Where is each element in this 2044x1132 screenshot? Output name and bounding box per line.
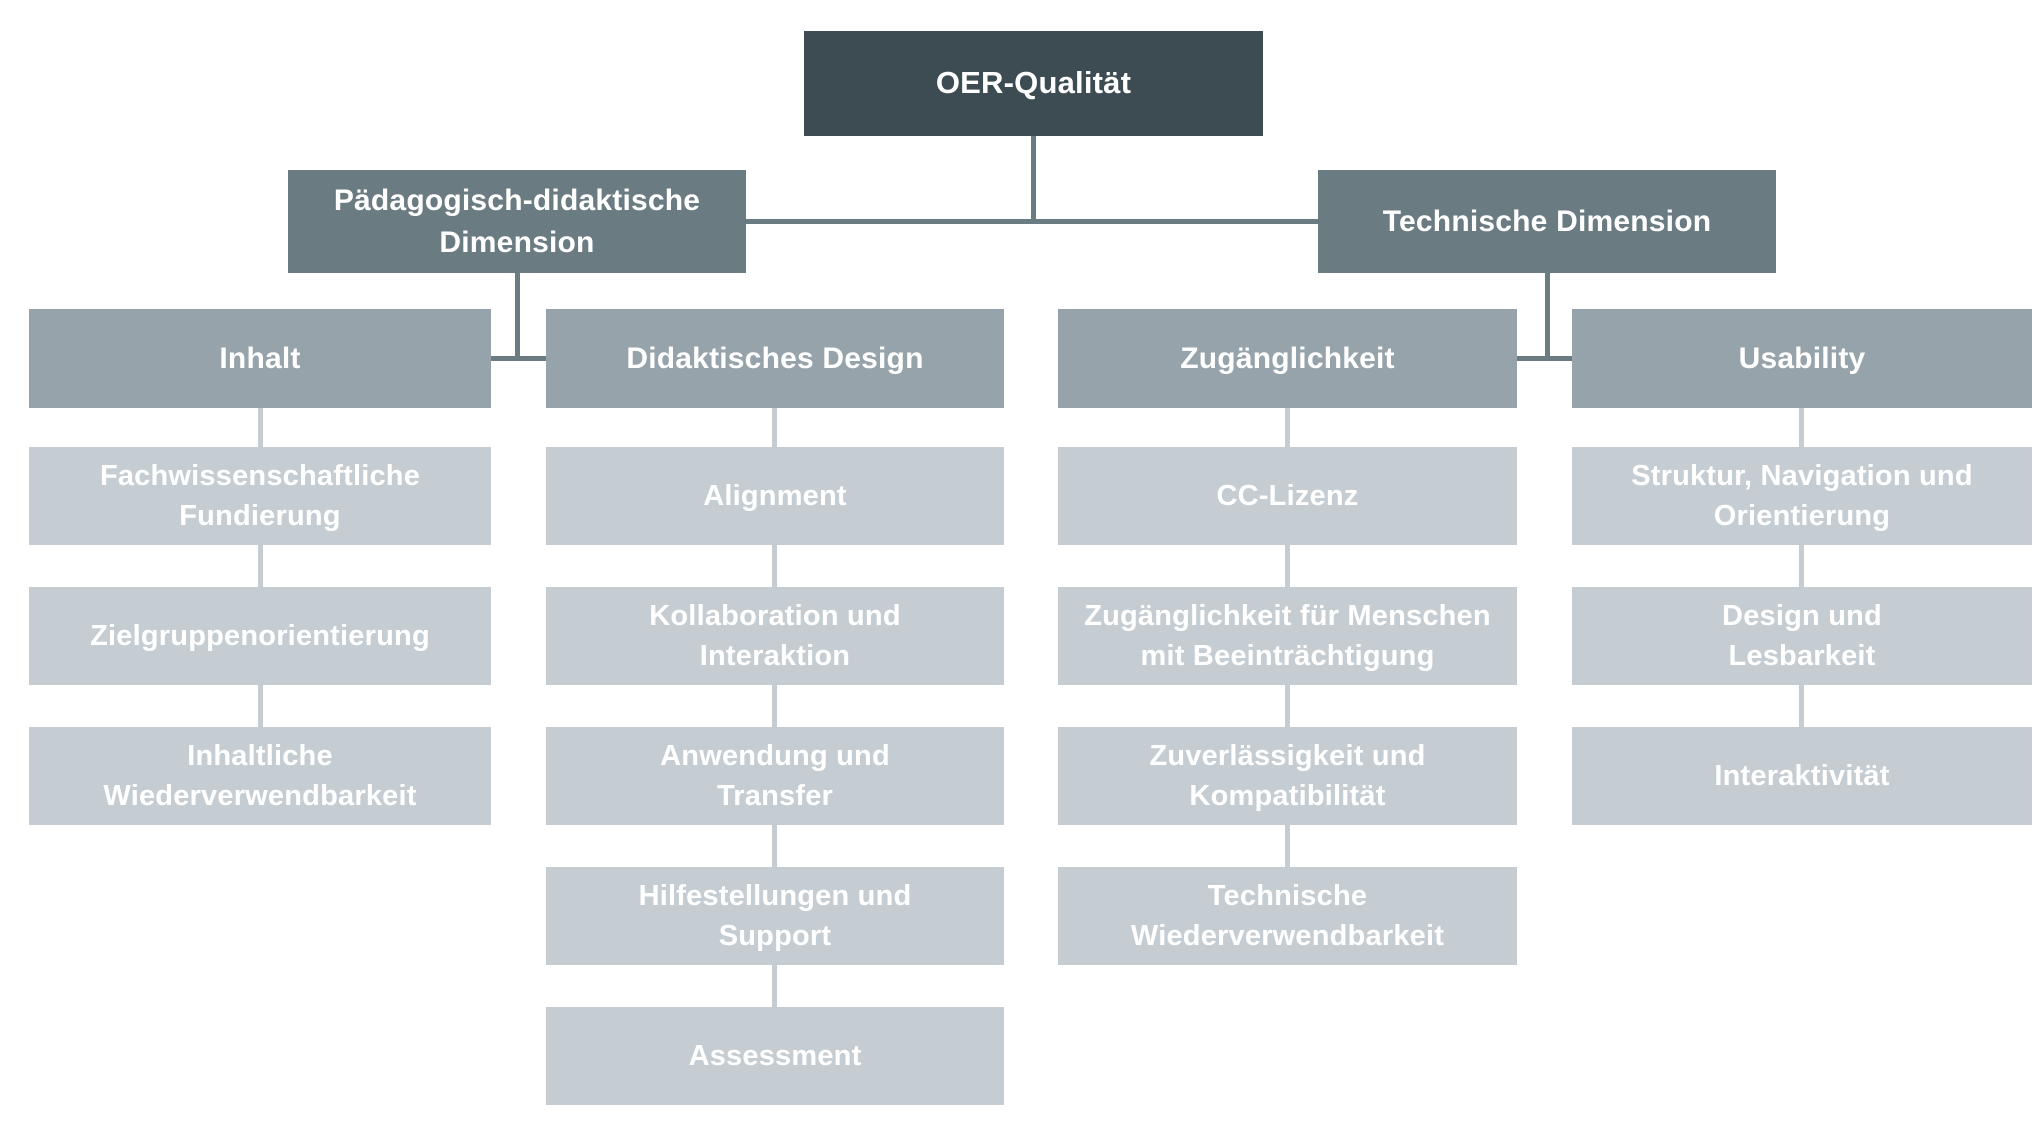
- connector-item-line: [772, 685, 777, 727]
- connector-item-line: [1799, 408, 1804, 447]
- node-hilfestellungen-und-support: Hilfestellungen und Support: [546, 867, 1004, 965]
- node-technische-dimension: Technische Dimension: [1318, 170, 1776, 273]
- connector-item-line: [258, 545, 263, 587]
- node-anwendung-und-transfer: Anwendung und Transfer: [546, 727, 1004, 825]
- node-struktur-navigation-orientierung: Struktur, Navigation und Orientierung: [1572, 447, 2032, 545]
- connector-item-line: [258, 685, 263, 727]
- connector-item-line: [1285, 545, 1290, 587]
- connector-item-line: [772, 408, 777, 447]
- connector-item-line: [1285, 408, 1290, 447]
- connector-root-vertical: [1031, 136, 1036, 222]
- node-interaktivitaet: Interaktivität: [1572, 727, 2032, 825]
- node-zuverlaessigkeit-und-kompatibilitaet: Zuverlässigkeit und Kompatibilität: [1058, 727, 1517, 825]
- node-zugaenglichkeit: Zugänglichkeit: [1058, 309, 1517, 408]
- node-oer-qualitaet: OER-Qualität: [804, 31, 1263, 136]
- connector-item-line: [1799, 685, 1804, 727]
- connector-item-line: [1799, 545, 1804, 587]
- node-usability: Usability: [1572, 309, 2032, 408]
- connector-zugaenglichkeit-usability-stub: [1517, 356, 1572, 361]
- connector-item-line: [1285, 685, 1290, 727]
- connector-item-line: [1285, 825, 1290, 867]
- node-design-und-lesbarkeit: Design und Lesbarkeit: [1572, 587, 2032, 685]
- node-fachwissenschaftliche-fundierung: Fachwissenschaftliche Fundierung: [29, 447, 491, 545]
- connector-item-line: [772, 965, 777, 1007]
- node-cc-lizenz: CC-Lizenz: [1058, 447, 1517, 545]
- node-technische-wiederverwendbarkeit: Technische Wiederverwendbarkeit: [1058, 867, 1517, 965]
- connector-inhalt-didaktisches-stub: [491, 356, 546, 361]
- node-kollaboration-und-interaktion: Kollaboration und Interaktion: [546, 587, 1004, 685]
- node-alignment: Alignment: [546, 447, 1004, 545]
- node-assessment: Assessment: [546, 1007, 1004, 1105]
- node-inhaltliche-wiederverwendbarkeit: Inhaltliche Wiederverwendbarkeit: [29, 727, 491, 825]
- node-didaktisches-design: Didaktisches Design: [546, 309, 1004, 408]
- connector-item-line: [772, 825, 777, 867]
- connector-item-line: [772, 545, 777, 587]
- node-zielgruppenorientierung: Zielgruppenorientierung: [29, 587, 491, 685]
- connector-item-line: [258, 408, 263, 447]
- connector-paedagogisch-vertical: [515, 273, 520, 361]
- node-paedagogisch-didaktische-dimension: Pädagogisch-didaktische Dimension: [288, 170, 746, 273]
- connector-technisch-vertical: [1545, 273, 1550, 361]
- connector-dimensions-horizontal: [746, 219, 1318, 224]
- node-zugaenglichkeit-fuer-menschen: Zugänglichkeit für Menschen mit Beeinträ…: [1058, 587, 1517, 685]
- node-inhalt: Inhalt: [29, 309, 491, 408]
